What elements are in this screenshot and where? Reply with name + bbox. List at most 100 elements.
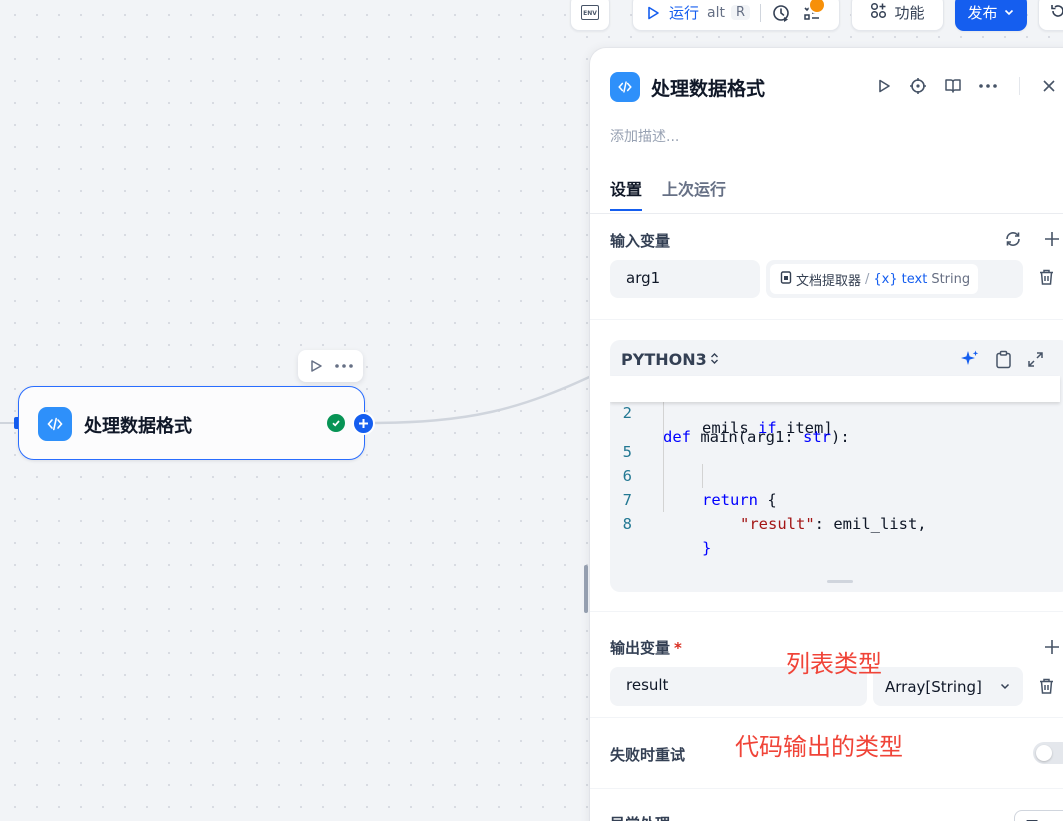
toolbar-divider bbox=[760, 3, 762, 22]
code-icon bbox=[38, 407, 72, 441]
output-label-text: 输出变量 bbox=[610, 639, 671, 657]
indent-guide-inner bbox=[702, 464, 703, 488]
history-icon bbox=[1050, 3, 1063, 23]
publish-label: 发布 bbox=[967, 4, 998, 22]
node-run-icon[interactable] bbox=[309, 359, 323, 373]
features-icon bbox=[870, 2, 887, 23]
checklist-icon[interactable] bbox=[803, 0, 827, 22]
retry-toggle[interactable] bbox=[1033, 742, 1063, 764]
line-number: 2 bbox=[622, 404, 632, 422]
close-icon[interactable] bbox=[1042, 79, 1056, 93]
add-output-icon[interactable] bbox=[1044, 639, 1060, 655]
editor-resize-grip[interactable] bbox=[827, 580, 853, 583]
code-content[interactable]: 2 def main(arg1: str): emils if item] 5 … bbox=[610, 376, 1063, 592]
output-variables-label: 输出变量* bbox=[610, 637, 682, 658]
env-icon: ENV bbox=[581, 5, 599, 20]
section-divider bbox=[590, 611, 1063, 612]
output-var-name[interactable]: result bbox=[610, 667, 867, 706]
history-button[interactable] bbox=[1038, 0, 1063, 31]
delete-input-icon[interactable] bbox=[1038, 268, 1055, 286]
delete-output-icon[interactable] bbox=[1038, 677, 1055, 695]
line-number: 8 bbox=[622, 515, 632, 533]
features-label: 功能 bbox=[894, 4, 925, 22]
actions-divider bbox=[1019, 77, 1020, 95]
node-input-handle[interactable] bbox=[14, 417, 20, 429]
exception-label: 异常处理 bbox=[610, 813, 670, 821]
node-settings-panel: 处理数据格式 添加描述... 设置 上次运行 输入变量 arg1 bbox=[590, 48, 1063, 821]
ref-source-var: text bbox=[901, 271, 928, 287]
features-button[interactable]: 功能 bbox=[851, 0, 944, 31]
ref-source-type: String bbox=[931, 271, 971, 287]
code-line: 5 bbox=[610, 416, 685, 461]
run-step-icon[interactable] bbox=[876, 78, 892, 94]
code-line: 6 return { bbox=[610, 440, 777, 509]
output-type-select[interactable]: Array[String] bbox=[873, 667, 1023, 706]
notification-badge bbox=[808, 0, 827, 14]
language-label: PYTHON3 bbox=[621, 350, 707, 369]
chevron-down-icon bbox=[999, 678, 1011, 696]
tab-settings[interactable]: 设置 bbox=[610, 176, 643, 211]
panel-actions bbox=[876, 77, 1056, 95]
more-icon[interactable] bbox=[979, 84, 997, 88]
ref-separator: / bbox=[865, 271, 870, 287]
add-input-icon[interactable] bbox=[1044, 231, 1060, 247]
language-select[interactable]: PYTHON3 bbox=[621, 350, 719, 369]
node-toolbar bbox=[298, 350, 363, 382]
retry-label: 失败时重试 bbox=[610, 746, 686, 764]
output-type-value: Array[String] bbox=[885, 677, 982, 696]
panel-title[interactable]: 处理数据格式 bbox=[651, 78, 766, 100]
node-title: 处理数据格式 bbox=[84, 416, 192, 437]
variable-reference-chip: 文档提取器 / {x} text String bbox=[770, 264, 979, 294]
section-divider bbox=[590, 788, 1063, 789]
shortcut-key: R bbox=[730, 5, 751, 20]
section-divider bbox=[590, 319, 1063, 320]
code-node[interactable]: 处理数据格式 bbox=[18, 386, 375, 460]
clipboard-icon[interactable] bbox=[995, 350, 1012, 369]
locate-icon[interactable] bbox=[909, 77, 927, 95]
env-button[interactable]: ENV bbox=[570, 0, 610, 31]
tab-last-run[interactable]: 上次运行 bbox=[662, 180, 727, 199]
indent-guide bbox=[663, 400, 664, 512]
line-number: 7 bbox=[622, 491, 632, 509]
publish-button[interactable]: 发布 bbox=[955, 0, 1027, 31]
sticky-scroll-line: 2 def main(arg1: str): bbox=[610, 376, 1060, 446]
panel-tabs: 设置 上次运行 bbox=[610, 176, 726, 211]
variable-icon: {x} bbox=[873, 271, 898, 287]
required-mark: * bbox=[674, 639, 682, 657]
book-icon[interactable] bbox=[944, 77, 962, 95]
chevron-updown-icon bbox=[710, 350, 719, 369]
description-input[interactable]: 添加描述... bbox=[610, 129, 680, 145]
incoming-edge bbox=[0, 422, 18, 424]
run-history-icon[interactable] bbox=[771, 3, 791, 23]
expand-icon[interactable] bbox=[1027, 351, 1044, 368]
panel-resize-handle[interactable] bbox=[584, 565, 588, 613]
code-line: 8 } bbox=[610, 488, 712, 557]
code-line-text: def main(arg1: str): bbox=[663, 428, 850, 446]
input-var-name[interactable]: arg1 bbox=[610, 260, 760, 298]
tabs-divider bbox=[590, 213, 1063, 214]
annotation-code-output-type: 代码输出的类型 bbox=[735, 733, 903, 761]
code-tools bbox=[960, 349, 1044, 369]
input-variables-label: 输入变量 bbox=[610, 232, 671, 250]
code-line: emils if item] bbox=[610, 392, 833, 437]
code-line-text: "result": emil_list, bbox=[740, 515, 927, 533]
run-button[interactable]: 运行 bbox=[669, 4, 700, 22]
node-more-icon[interactable] bbox=[334, 364, 353, 368]
ai-sparkle-icon[interactable] bbox=[960, 349, 980, 369]
shortcut-alt: alt bbox=[707, 4, 725, 21]
annotation-list-type: 列表类型 bbox=[786, 650, 882, 678]
add-node-button[interactable] bbox=[352, 412, 375, 435]
panel-code-icon bbox=[610, 72, 640, 102]
code-line-text: emils if item] bbox=[702, 419, 833, 437]
section-divider bbox=[590, 717, 1063, 718]
success-check-icon bbox=[327, 414, 345, 432]
line-number: 5 bbox=[622, 443, 632, 461]
sync-icon[interactable] bbox=[1004, 230, 1022, 248]
input-var-reference[interactable]: 文档提取器 / {x} text String bbox=[766, 260, 1023, 298]
code-editor[interactable]: PYTHON3 2 def main(arg1: str): bbox=[610, 340, 1063, 592]
exception-select[interactable]: 无 bbox=[1014, 810, 1063, 821]
code-line: 7 "result": emil_list, bbox=[610, 464, 927, 533]
document-icon bbox=[780, 270, 792, 288]
play-icon[interactable] bbox=[645, 5, 661, 21]
chevron-down-icon bbox=[1003, 4, 1015, 22]
